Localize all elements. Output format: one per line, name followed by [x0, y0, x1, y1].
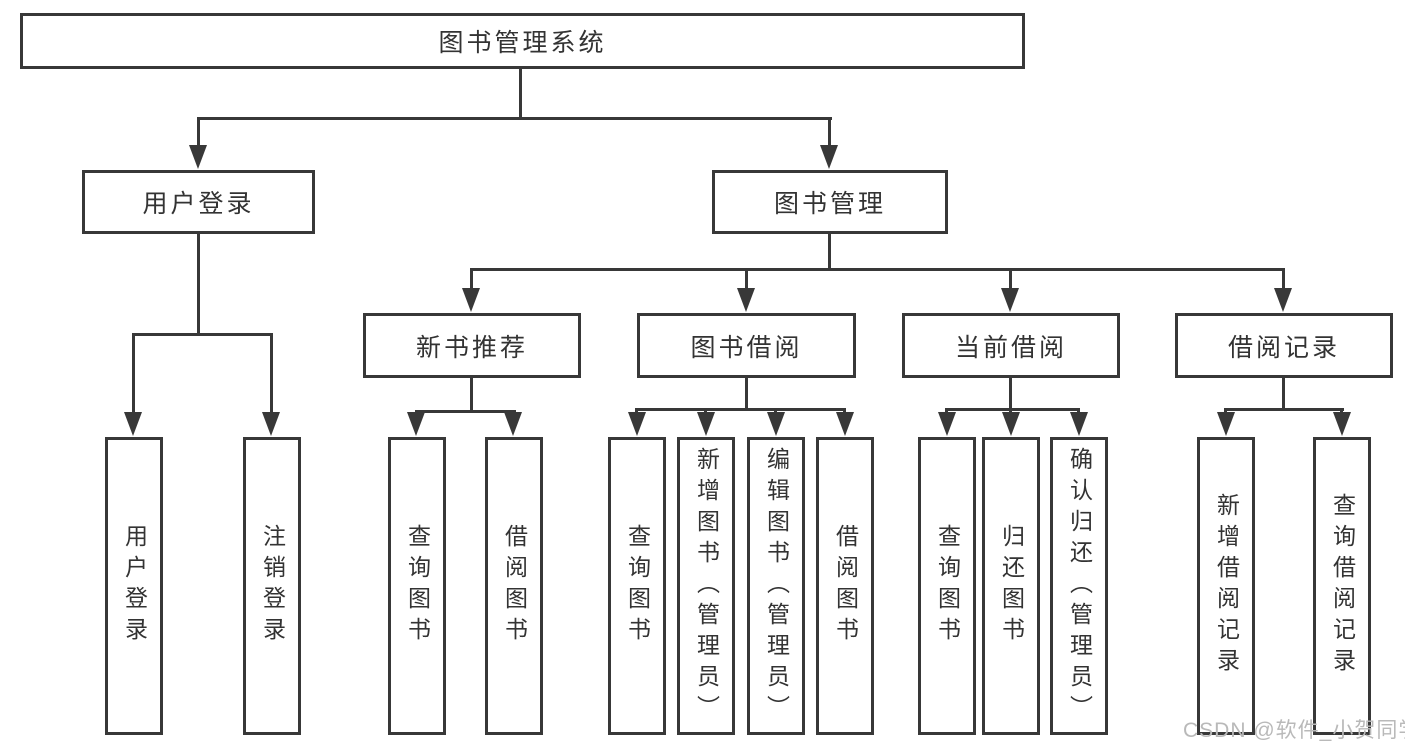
arrow-down	[1002, 412, 1020, 436]
connector-bar	[132, 333, 273, 336]
arrow-down	[462, 288, 480, 312]
node-root: 图书管理系统	[20, 13, 1025, 69]
connector-bar	[415, 410, 516, 413]
node-book-borrow: 图书借阅	[637, 313, 856, 378]
connector-root-stem	[519, 69, 522, 117]
connector-drop	[774, 408, 777, 414]
node-borrow-records: 借阅记录	[1175, 313, 1393, 378]
node-new-book-recommend: 新书推荐	[363, 313, 581, 378]
arrow-down	[836, 412, 854, 436]
leaf-logout: 注销登录	[243, 437, 301, 735]
arrow-down	[1070, 412, 1088, 436]
arrow-down	[407, 412, 425, 436]
connector-drop	[470, 268, 473, 290]
leaf-br-query-record: 查询借阅记录	[1313, 437, 1371, 735]
connector-drop	[635, 408, 638, 414]
arrow-down	[1001, 288, 1019, 312]
node-current-borrow: 当前借阅	[902, 313, 1120, 378]
node-user-login: 用户登录	[82, 170, 315, 234]
leaf-nb-borrow-book: 借阅图书	[485, 437, 543, 735]
leaf-br-add-record: 新增借阅记录	[1197, 437, 1255, 735]
arrow-down	[1274, 288, 1292, 312]
leaf-bb-borrow-book: 借阅图书	[816, 437, 874, 735]
connector-bar	[945, 408, 1080, 411]
arrow-down	[1333, 412, 1351, 436]
connector-drop	[745, 268, 748, 290]
connector-drop	[945, 408, 948, 414]
connector-stem	[470, 378, 473, 410]
connector-drop	[704, 408, 707, 414]
arrow-down	[737, 288, 755, 312]
node-book-management: 图书管理	[712, 170, 948, 234]
leaf-user-login: 用户登录	[105, 437, 163, 735]
arrow-down	[189, 145, 207, 169]
connector-drop	[1077, 408, 1080, 414]
connector-stem	[1282, 378, 1285, 408]
connector-stem	[828, 234, 831, 268]
connector-drop	[1009, 408, 1012, 414]
connector-level1-bar	[197, 117, 832, 120]
connector-level2-bar	[470, 268, 1285, 271]
connector-drop	[270, 333, 273, 413]
connector-stem	[197, 234, 200, 333]
arrow-down	[628, 412, 646, 436]
connector-bar	[635, 408, 846, 411]
connector-drop	[843, 408, 846, 414]
arrow-down	[504, 412, 522, 436]
leaf-bb-query-book: 查询图书	[608, 437, 666, 735]
connector-drop	[828, 117, 831, 147]
arrow-down	[124, 412, 142, 436]
leaf-cb-query-book: 查询图书	[918, 437, 976, 735]
connector-drop	[1009, 268, 1012, 290]
arrow-down	[697, 412, 715, 436]
arrow-down	[1217, 412, 1235, 436]
connector-drop	[132, 333, 135, 413]
leaf-cb-confirm-return-admin: 确认归还（管理员）	[1050, 437, 1108, 735]
connector-bar	[1224, 408, 1344, 411]
arrow-down	[820, 145, 838, 169]
leaf-bb-add-book-admin: 新增图书（管理员）	[677, 437, 735, 735]
leaf-bb-edit-book-admin: 编辑图书（管理员）	[747, 437, 805, 735]
arrow-down	[938, 412, 956, 436]
connector-stem	[1009, 378, 1012, 408]
csdn-watermark: CSDN @软件_小贺同学	[1183, 719, 1405, 742]
leaf-nb-query-book: 查询图书	[388, 437, 446, 735]
arrow-down	[767, 412, 785, 436]
leaf-cb-return-book: 归还图书	[982, 437, 1040, 735]
connector-drop	[1282, 268, 1285, 290]
connector-drop	[1224, 408, 1227, 414]
arrow-down	[262, 412, 280, 436]
connector-stem	[745, 378, 748, 408]
connector-drop	[197, 117, 200, 147]
connector-drop	[1340, 408, 1343, 414]
